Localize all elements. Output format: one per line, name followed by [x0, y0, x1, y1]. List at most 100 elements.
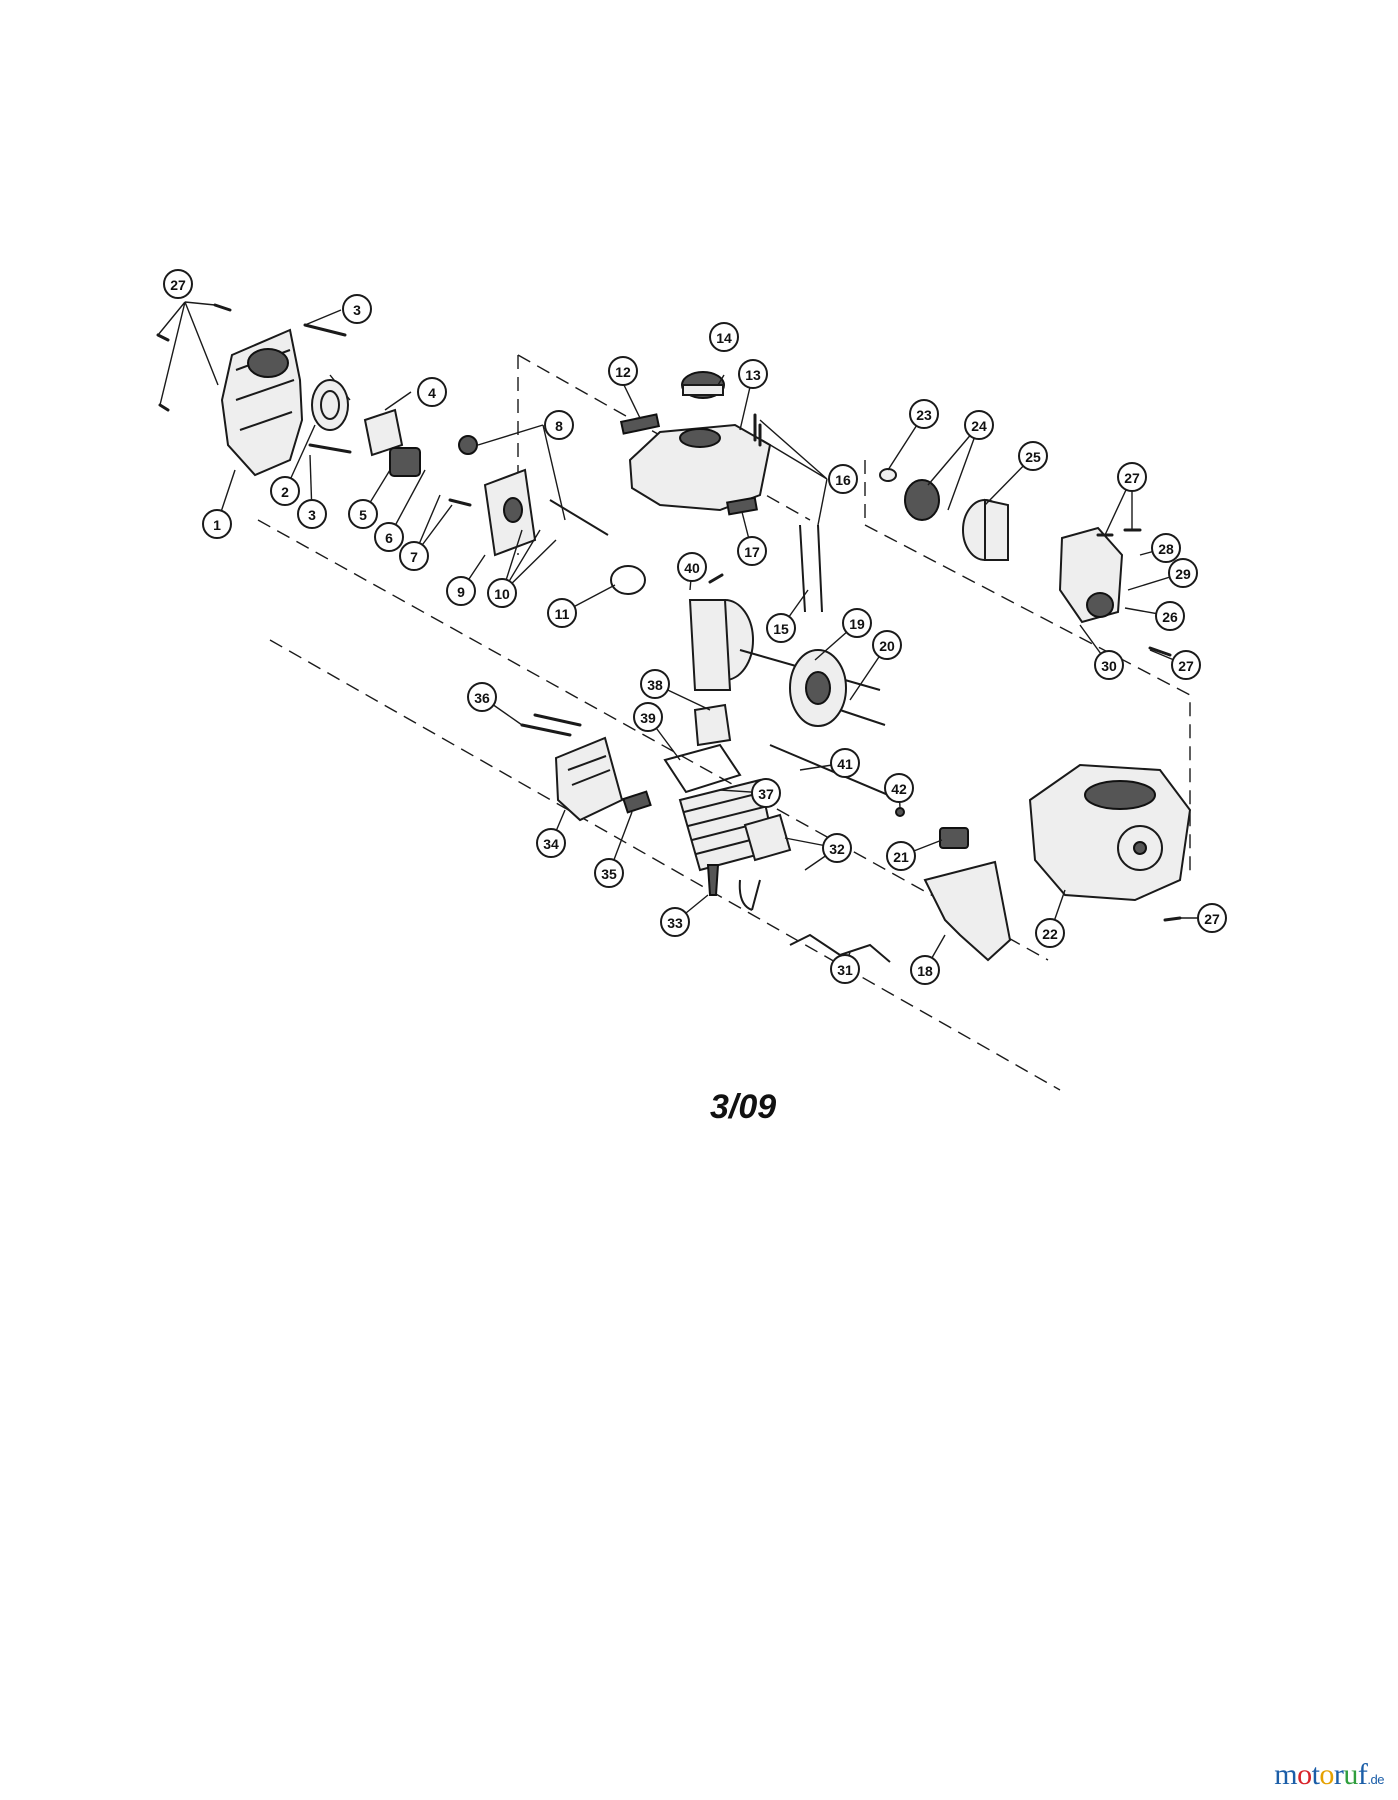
part-callout-29: 29: [1168, 558, 1198, 588]
callout-circle: [738, 359, 768, 389]
callout-number: 29: [1175, 566, 1191, 582]
part-callout-28: 28: [1151, 533, 1181, 563]
part-callout-27: 27: [1117, 462, 1147, 492]
callout-circle: [677, 552, 707, 582]
part-24-shape: [904, 479, 940, 521]
callout-circle: [547, 598, 577, 628]
callout-circle: [1197, 903, 1227, 933]
callout-circle: [467, 682, 497, 712]
watermark-letter: t: [1311, 1758, 1320, 1791]
callout-circle: [633, 702, 663, 732]
callout-number: 3: [308, 507, 316, 523]
part-callout-24: 24: [964, 410, 994, 440]
callout-number: 12: [615, 364, 631, 380]
part-callout-31: 31: [830, 954, 860, 984]
callout-circle: [202, 509, 232, 539]
callout-number: 27: [1178, 658, 1194, 674]
callout-number: 25: [1025, 449, 1041, 465]
part-callout-32: 32: [822, 833, 852, 863]
part-42-shape: [895, 807, 905, 817]
part-callout-35: 35: [594, 858, 624, 888]
part-callout-40: 40: [677, 552, 707, 582]
callout-number: 27: [170, 277, 186, 293]
callout-number: 21: [893, 849, 909, 865]
watermark-letter: m: [1274, 1758, 1298, 1791]
callout-number: 1: [213, 517, 221, 533]
watermark-letter: o: [1297, 1758, 1312, 1791]
callout-circle: [751, 778, 781, 808]
callout-number: 19: [849, 616, 865, 632]
callout-number: 9: [457, 584, 465, 600]
part-callout-17: 17: [737, 536, 767, 566]
part-32-shape: [743, 813, 792, 862]
callout-circle: [822, 833, 852, 863]
callout-circle: [964, 410, 994, 440]
part-callout-15: 15: [766, 613, 796, 643]
callout-circle: [872, 630, 902, 660]
part-callout-41: 41: [830, 748, 860, 778]
part-33-shape: [706, 864, 720, 896]
callout-number: 11: [555, 606, 570, 622]
part-8-shape: [458, 435, 478, 455]
callout-number: 15: [773, 621, 789, 637]
part-21-shape: [939, 827, 969, 849]
callout-number: 31: [837, 962, 853, 978]
callout-circle: [766, 613, 796, 643]
callout-number: 18: [917, 963, 933, 979]
part-callout-19: 19: [842, 608, 872, 638]
callout-number: 10: [494, 586, 510, 602]
callout-circle: [830, 748, 860, 778]
part-callout-3: 3: [297, 499, 327, 529]
callout-number: 41: [837, 756, 853, 772]
callout-circle: [1035, 918, 1065, 948]
callout-circle: [842, 608, 872, 638]
callout-number: 8: [555, 418, 563, 434]
watermark-letter: u: [1343, 1758, 1358, 1791]
part-callout-27: 27: [1171, 650, 1201, 680]
part-23-shape: [879, 468, 897, 482]
callout-circle: [909, 399, 939, 429]
callout-number: 37: [758, 786, 774, 802]
part-callout-21: 21: [886, 841, 916, 871]
part-callout-22: 22: [1035, 918, 1065, 948]
callout-circle: [1168, 558, 1198, 588]
callout-number: 27: [1204, 911, 1220, 927]
callout-number: 17: [744, 544, 760, 560]
callout-circle: [660, 907, 690, 937]
callout-number: 2: [281, 484, 289, 500]
watermark-letter: f: [1357, 1758, 1368, 1791]
callout-number: 6: [385, 530, 393, 546]
part-callout-8: 8: [544, 410, 574, 440]
callout-circle: [1155, 601, 1185, 631]
callout-number: 32: [829, 841, 845, 857]
callout-circle: [886, 841, 916, 871]
callout-number: 30: [1101, 658, 1117, 674]
part-callout-1: 1: [202, 509, 232, 539]
callout-circle: [487, 578, 517, 608]
callout-circle: [1094, 650, 1124, 680]
part-callout-42: 42: [884, 773, 914, 803]
callout-number: 36: [474, 690, 490, 706]
part-shapes: [156, 303, 1192, 963]
part-callout-5: 5: [348, 499, 378, 529]
part-callout-37: 37: [751, 778, 781, 808]
callout-circle: [342, 294, 372, 324]
watermark-letter: o: [1319, 1758, 1334, 1791]
part-35-shape: [622, 790, 652, 814]
callout-number: 27: [1124, 470, 1140, 486]
part-38-shape: [693, 703, 732, 747]
callout-number: 35: [601, 866, 617, 882]
callout-number: 42: [891, 781, 907, 797]
callout-number: 23: [916, 407, 932, 423]
callout-circle: [297, 499, 327, 529]
part-callout-14: 14: [709, 322, 739, 352]
part-callout-33: 33: [660, 907, 690, 937]
callout-number: 40: [684, 560, 700, 576]
callout-number: 34: [543, 836, 559, 852]
part-callout-12: 12: [608, 356, 638, 386]
callout-number: 5: [359, 507, 367, 523]
callout-number: 22: [1042, 926, 1058, 942]
callout-number: 14: [716, 330, 732, 346]
